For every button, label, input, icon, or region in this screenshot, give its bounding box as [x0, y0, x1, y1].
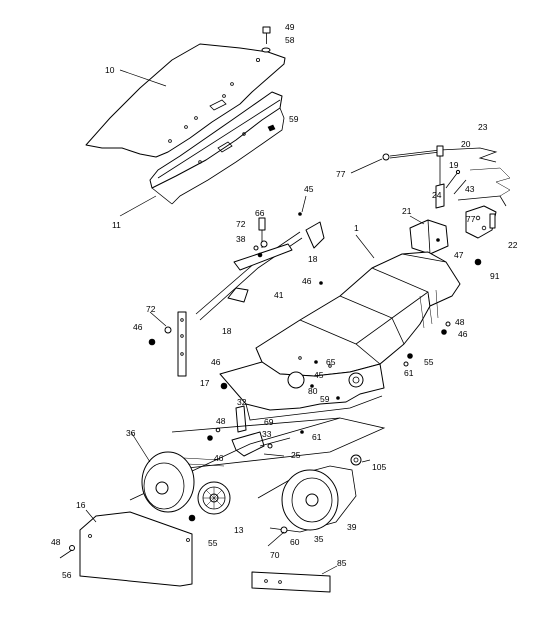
- callout-70: 70: [270, 550, 280, 560]
- callout-65: 65: [326, 357, 336, 367]
- part-36-pulley: [141, 451, 225, 513]
- callout-46b: 46: [133, 322, 143, 332]
- callout-13: 13: [234, 525, 244, 535]
- callout-46d: 46: [211, 357, 221, 367]
- part-85-strip: [251, 571, 331, 593]
- callout-66: 66: [255, 208, 265, 218]
- callout-46a: 46: [302, 276, 312, 286]
- callout-24: 24: [432, 190, 442, 200]
- part-11-channel-bracket: [149, 91, 285, 205]
- callout-72a: 72: [236, 219, 246, 229]
- nut-55: [188, 514, 196, 522]
- callout-36: 36: [126, 428, 136, 438]
- part-22-bracket: [457, 195, 507, 239]
- part-10-cover-plate: [85, 43, 286, 158]
- callout-55a: 55: [424, 357, 434, 367]
- callout-16: 16: [76, 500, 86, 510]
- part-35-pulley: [257, 454, 362, 547]
- part-13-pulley: [197, 481, 231, 515]
- callout-61b: 61: [312, 432, 322, 442]
- callout-18b: 18: [222, 326, 232, 336]
- callout-69: 69: [264, 417, 274, 427]
- callout-72b: 72: [146, 304, 156, 314]
- callout-56: 56: [62, 570, 72, 580]
- callout-59b: 59: [320, 394, 330, 404]
- callout-61a: 61: [404, 368, 414, 378]
- callout-17: 17: [200, 378, 210, 388]
- callout-19: 19: [449, 160, 459, 170]
- callout-43: 43: [465, 184, 475, 194]
- callout-18a: 18: [308, 254, 318, 264]
- callout-45b: 45: [314, 370, 324, 380]
- callout-47: 47: [454, 250, 464, 260]
- callout-60: 60: [290, 537, 300, 547]
- callout-23: 23: [478, 122, 488, 132]
- callout-labels: 49 58 10 59 11 23 20 77 19 43 24 45 66 72 38 1 21 77 22 47 9…: [51, 22, 518, 580]
- callout-25: 25: [291, 450, 301, 460]
- part-16-guard: [59, 511, 193, 587]
- callout-85: 85: [337, 558, 347, 568]
- callout-59a: 59: [289, 114, 299, 124]
- frame-hardware: [220, 321, 451, 434]
- callout-48a: 48: [455, 317, 465, 327]
- callout-38: 38: [236, 234, 246, 244]
- callout-46e: 46: [214, 453, 224, 463]
- lower-frame-plate: [219, 361, 385, 421]
- callout-35: 35: [314, 534, 324, 544]
- part-32-lever: [207, 405, 291, 457]
- callout-1: 1: [354, 223, 359, 233]
- control-rod-assembly: [382, 145, 511, 209]
- callout-91: 91: [490, 271, 500, 281]
- callout-33: 33: [262, 429, 272, 439]
- callout-105: 105: [372, 462, 386, 472]
- left-linkage: [195, 212, 325, 321]
- callout-48c: 48: [51, 537, 61, 547]
- callout-49: 49: [285, 22, 295, 32]
- callout-11: 11: [112, 220, 121, 230]
- callout-55b: 55: [208, 538, 218, 548]
- callout-21: 21: [402, 206, 412, 216]
- nut-91: [474, 258, 482, 266]
- part-17-bar: [148, 311, 187, 377]
- callout-58: 58: [285, 35, 295, 45]
- bolt-49-washer-58: [261, 26, 271, 53]
- leader-lines: [85, 69, 425, 575]
- callout-77a: 77: [336, 169, 346, 179]
- callout-45a: 45: [304, 184, 314, 194]
- callout-10: 10: [105, 65, 115, 75]
- part-21-bracket: [409, 219, 449, 255]
- callout-80: 80: [308, 386, 318, 396]
- callout-20: 20: [461, 139, 471, 149]
- callout-22: 22: [508, 240, 518, 250]
- callout-48b: 48: [216, 416, 226, 426]
- callout-41: 41: [274, 290, 284, 300]
- callout-39: 39: [347, 522, 357, 532]
- callout-46c: 46: [458, 329, 468, 339]
- callout-32: 32: [237, 397, 247, 407]
- callout-77b: 77: [466, 214, 476, 224]
